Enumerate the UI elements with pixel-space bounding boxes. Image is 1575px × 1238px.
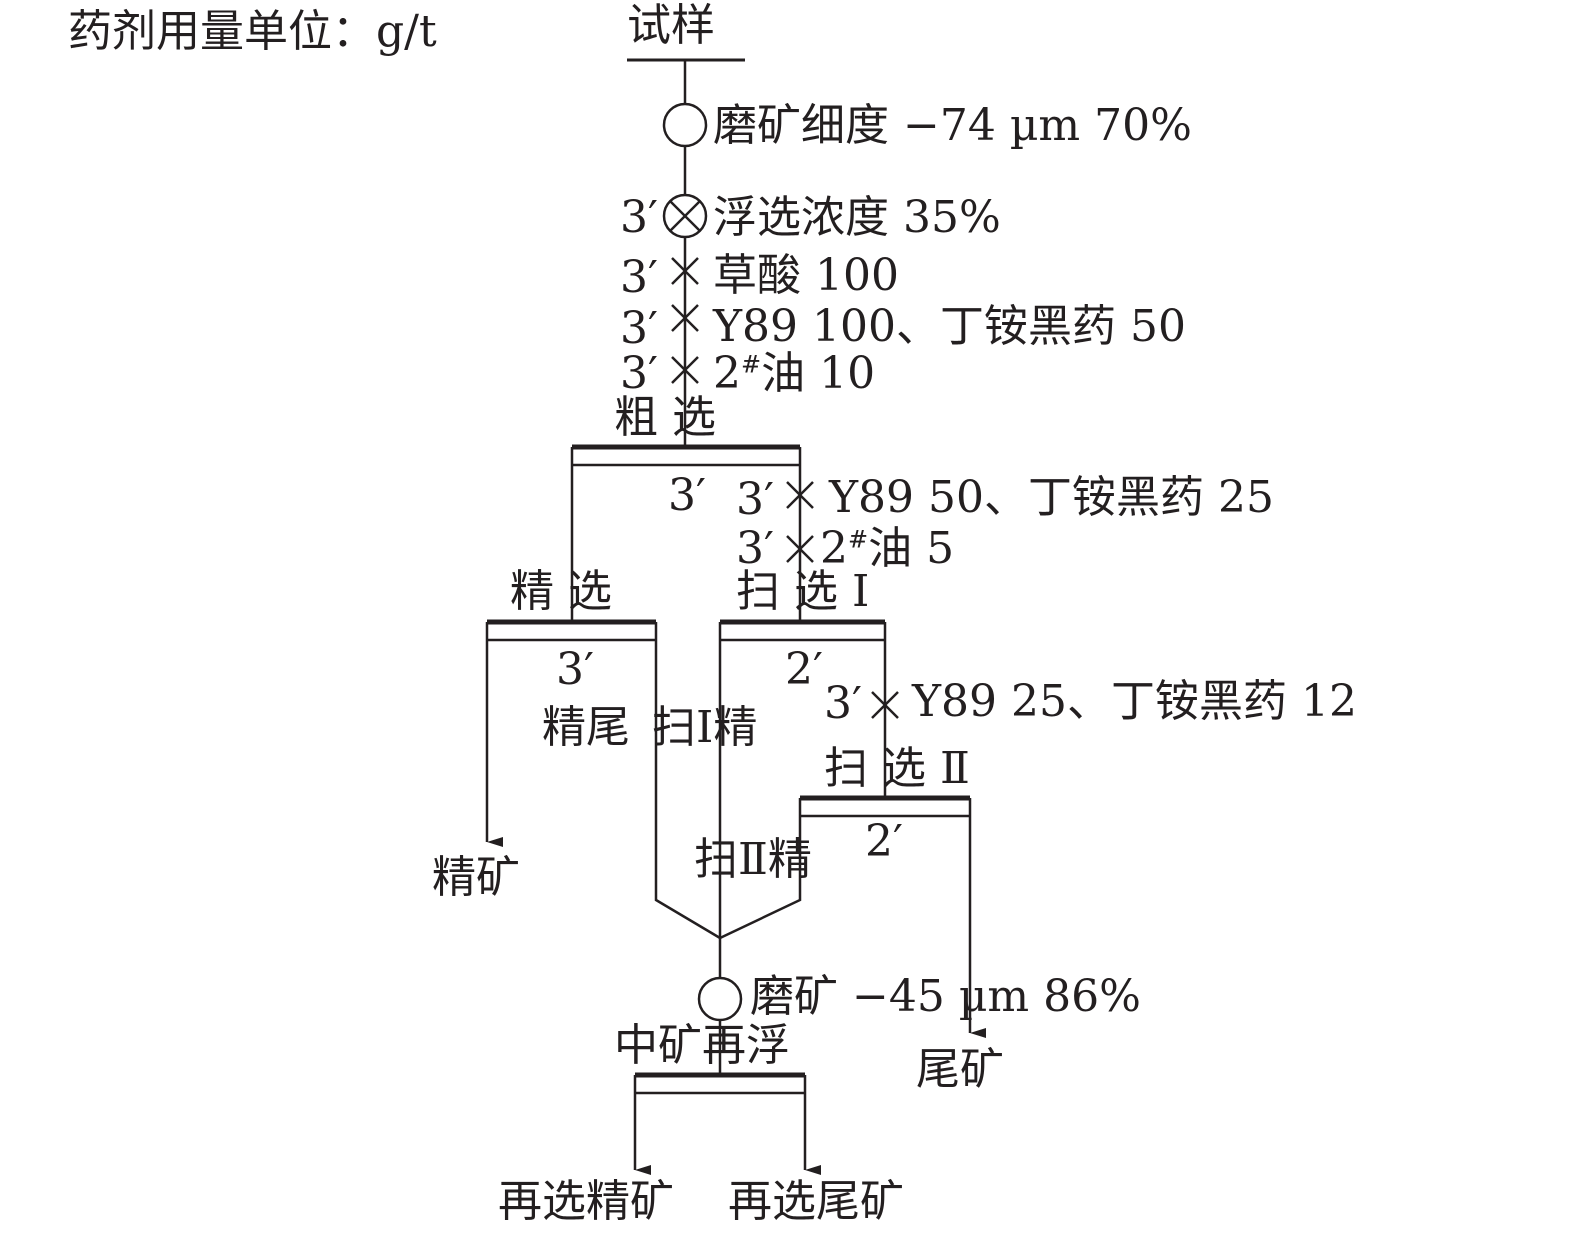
reagent-text-1: 草酸 100 <box>713 250 899 301</box>
scav2-conc-label: 扫Ⅱ精 <box>694 834 812 885</box>
conditioning-label: 浮选浓度 35% <box>713 192 1001 243</box>
scav2-conc-line <box>719 798 802 940</box>
scav1-reagent-time-2: 3′ <box>736 523 774 574</box>
sample-label: 试样 <box>627 0 715 51</box>
reagent-text-2: Y89 100、丁铵黑药 50 <box>713 301 1186 352</box>
reflot-tail-label: 再选尾矿 <box>728 1176 904 1227</box>
grinding-circle <box>662 102 708 148</box>
rougher-time: 3′ <box>668 470 706 521</box>
tailings-label: 尾矿 <box>916 1044 1004 1095</box>
conditioning-cross-b <box>669 200 701 232</box>
cleaner-tail-label: 精尾 <box>542 702 630 753</box>
reflot-conc-label: 再选精矿 <box>498 1176 674 1227</box>
cleaner-tail-line <box>654 622 721 940</box>
scav2-label: 扫 选 Ⅱ <box>824 743 970 794</box>
cleaner-label: 精 选 <box>510 566 612 617</box>
scav2-reagent-text: Y89 25、丁铵黑药 12 <box>912 676 1357 727</box>
cleaner-time: 3′ <box>556 644 594 695</box>
rougher-label: 粗 选 <box>614 392 716 443</box>
grinding-label: 磨矿细度 −74 µm 70% <box>713 100 1192 151</box>
scav1-label: 扫 选 Ⅰ <box>736 566 870 617</box>
scav2-time: 2′ <box>865 816 903 867</box>
unit-note: 药剂用量单位：g/t <box>68 6 437 57</box>
scav1-reagent-text-2: 2#油 5 <box>820 523 955 574</box>
reagent-time-3: 3′ <box>620 348 658 399</box>
reflotation-label: 中矿再浮 <box>614 1020 790 1071</box>
regrind-circle <box>697 976 743 1022</box>
scav1-conc-label: 扫Ⅰ精 <box>652 702 758 753</box>
concentrate-label: 精矿 <box>432 852 520 903</box>
conditioning-time: 3′ <box>620 192 658 243</box>
scav1-reagent-time-1: 3′ <box>736 474 774 525</box>
reagent-text-3: 2#油 10 <box>713 348 876 399</box>
scav1-time: 2′ <box>785 644 823 695</box>
scav1-reagent-text-1: Y89 50、丁铵黑药 25 <box>829 472 1274 523</box>
reagent-time-2: 3′ <box>620 303 658 354</box>
reagent-time-1: 3′ <box>620 252 658 303</box>
scav2-reagent-time: 3′ <box>824 678 862 729</box>
regrind-label: 磨矿 −45 µm 86% <box>750 971 1141 1022</box>
